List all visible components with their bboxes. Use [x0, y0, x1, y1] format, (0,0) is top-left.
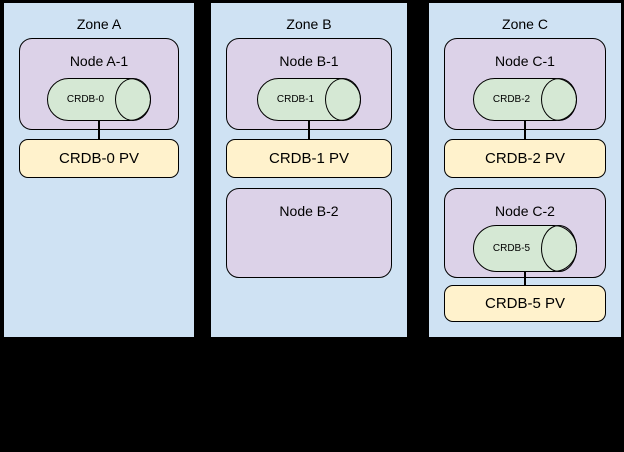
- zone-c-container: Zone C Node C-1 CRDB-2 CRDB-2 PV Node C-…: [427, 1, 623, 339]
- node-c2-title: Node C-2: [495, 203, 555, 219]
- crdb-1-pv-label: CRDB-1 PV: [268, 150, 350, 167]
- zone-a-container: Zone A Node A-1 CRDB-0 CRDB-0 PV: [2, 1, 196, 339]
- zone-c-title: Zone C: [502, 16, 548, 32]
- crdb-1-cylinder-icon: CRDB-1: [257, 78, 361, 121]
- cylinder-end-cap-icon: [115, 78, 151, 121]
- crdb-5-pv-label: CRDB-5 PV: [484, 295, 566, 312]
- cylinder-end-cap-icon: [541, 225, 577, 272]
- node-b2-box: Node B-2: [226, 188, 392, 278]
- node-a1-title: Node A-1: [69, 53, 129, 69]
- crdb-5-label: CRDB-5: [492, 243, 531, 254]
- crdb-0-pv-label: CRDB-0 PV: [58, 150, 140, 167]
- crdb-5-cylinder-icon: CRDB-5: [473, 225, 577, 272]
- node-a1-box: Node A-1 CRDB-0: [19, 38, 179, 130]
- crdb-5-pv-box: CRDB-5 PV: [444, 285, 606, 322]
- node-c1-box: Node C-1 CRDB-2: [444, 38, 606, 130]
- crdb-0-cylinder-icon: CRDB-0: [47, 78, 151, 121]
- crdb-2-pv-box: CRDB-2 PV: [444, 139, 606, 178]
- connector-line: [524, 120, 526, 140]
- zone-a-title: Zone A: [76, 16, 122, 32]
- connector-line: [98, 120, 100, 140]
- zone-b-title: Zone B: [286, 16, 332, 32]
- zone-b-container: Zone B Node B-1 CRDB-1 CRDB-1 PV Node B-…: [209, 1, 409, 339]
- crdb-0-label: CRDB-0: [66, 94, 105, 105]
- crdb-2-cylinder-icon: CRDB-2: [473, 78, 577, 121]
- node-c1-title: Node C-1: [495, 53, 555, 69]
- crdb-2-pv-label: CRDB-2 PV: [484, 150, 566, 167]
- crdb-0-pv-box: CRDB-0 PV: [19, 139, 179, 178]
- node-c2-box: Node C-2 CRDB-5: [444, 188, 606, 278]
- connector-line: [524, 272, 526, 286]
- crdb-2-label: CRDB-2: [492, 94, 531, 105]
- cylinder-end-cap-icon: [325, 78, 361, 121]
- connector-line: [308, 120, 310, 140]
- crdb-1-label: CRDB-1: [276, 94, 315, 105]
- node-b1-box: Node B-1 CRDB-1: [226, 38, 392, 130]
- node-b2-title: Node B-2: [279, 203, 339, 219]
- cylinder-end-cap-icon: [541, 78, 577, 121]
- crdb-1-pv-box: CRDB-1 PV: [226, 139, 392, 178]
- node-b1-title: Node B-1: [279, 53, 339, 69]
